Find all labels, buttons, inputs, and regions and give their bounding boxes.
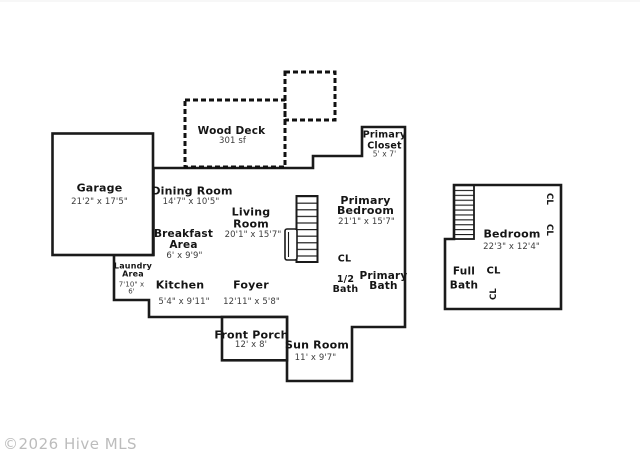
closet-label-main: CL [337, 253, 352, 265]
room-dims-living-room: 20'1" x 15'7" [224, 230, 282, 241]
room-dims-dining-room: 14'7" x 10'5" [162, 197, 220, 208]
room-dims-foyer: 12'11" x 5'8" [223, 297, 280, 308]
closet-label-upper-center-rotated: CL [489, 287, 500, 301]
room-label-primary-closet: Primary Closet [362, 129, 407, 151]
room-label-full-bath: Full Bath [449, 265, 479, 292]
garage-outline [51, 132, 155, 257]
main-house-outline [112, 125, 407, 383]
wood-deck-upper-outline [283, 70, 337, 122]
room-label-laundry-area: Laundry Area [113, 261, 153, 279]
room-label-bedroom: Bedroom [483, 227, 541, 241]
room-label-front-porch: Front Porch [214, 328, 289, 342]
closet-label-upper-right-top: CL [543, 192, 554, 206]
room-dims-breakfast-area: 6' x 9'9" [166, 250, 203, 261]
room-label-garage: Garage [76, 181, 123, 195]
closet-label-upper-right-bottom: CL [543, 223, 554, 237]
front-porch-outline [220, 315, 289, 362]
room-label-foyer: Foyer [233, 278, 269, 292]
mls-watermark: ©2026 Hive MLS [3, 435, 138, 453]
room-label-breakfast-area: Breakfast Area [153, 228, 214, 251]
room-dims-garage: 21'2" x 17'5" [71, 197, 128, 208]
room-label-primary-bedroom: Primary Bedroom [336, 193, 395, 218]
room-label-kitchen: Kitchen [155, 278, 205, 292]
room-label-primary-bath: Primary Bath [359, 269, 408, 293]
room-dims-primary-bedroom: 21'1" x 15'7" [338, 216, 395, 227]
room-label-dining-room: Dining Room [151, 184, 233, 198]
room-dims-primary-closet: 5' x 7' [372, 149, 397, 159]
room-dims-sun-room: 11' x 9'7" [294, 352, 337, 363]
stairs-door [284, 228, 298, 261]
wood-deck-outline [183, 98, 287, 169]
room-label-wood-deck: Wood Deck [197, 124, 266, 137]
room-dims-front-porch: 12' x 8' [234, 339, 268, 350]
room-dims-laundry-area: 7'10" x 6' [118, 280, 145, 296]
room-dims-kitchen: 5'4" x 9'11" [158, 296, 210, 307]
room-label-sun-room: Sun Room [284, 338, 350, 352]
room-label-half-bath: 1/2 Bath [332, 273, 359, 295]
room-dims-bedroom: 22'3" x 12'4" [483, 242, 540, 253]
room-area-wood-deck: 301 sf [219, 135, 246, 146]
stairs-upper [453, 184, 475, 240]
room-label-living-room: Living Room [231, 205, 271, 231]
closet-label-upper-center: CL [486, 265, 501, 277]
stairs-main [295, 195, 319, 263]
